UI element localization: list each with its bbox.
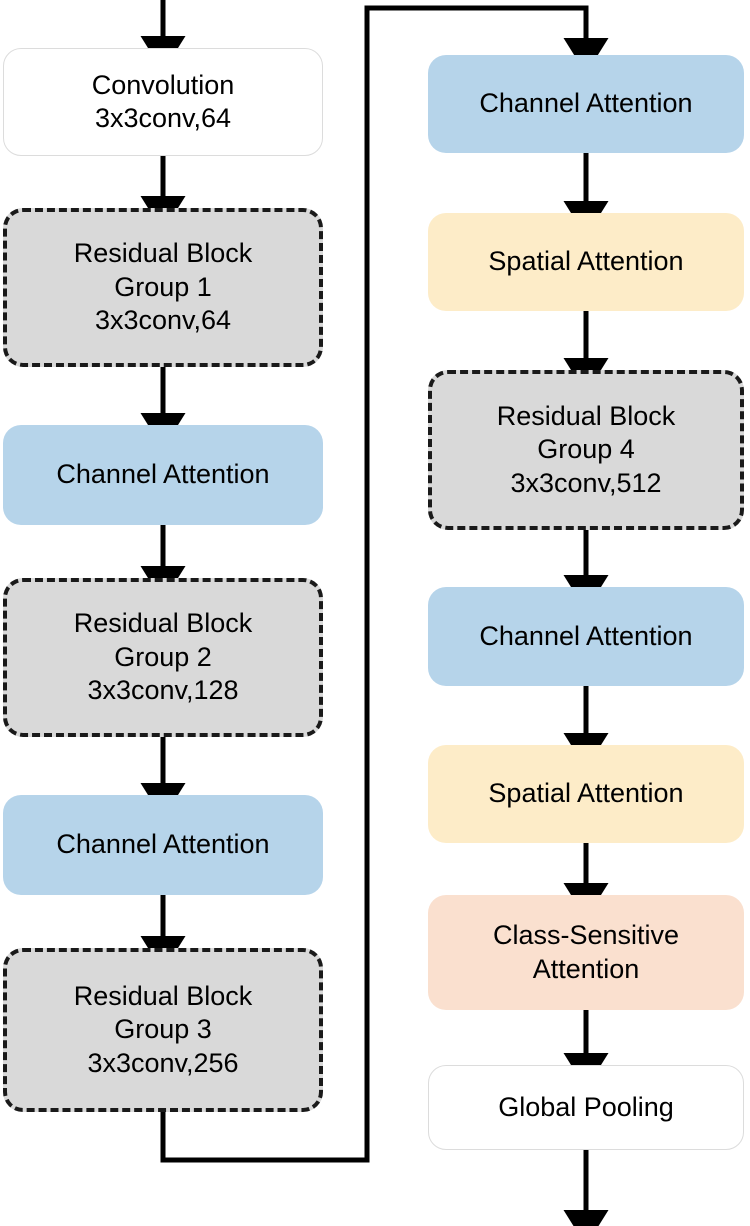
- node-spatial-attention-2-label: Spatial Attention: [488, 778, 684, 809]
- node-spatial-attention-1-label: Spatial Attention: [488, 246, 684, 277]
- node-residual-group-1-line3: 3x3conv,64: [94, 305, 232, 336]
- node-channel-attention-4-label: Channel Attention: [479, 620, 693, 651]
- node-residual-group-4-line3: 3x3conv,512: [510, 467, 662, 498]
- node-global-pooling-label: Global Pooling: [498, 1091, 674, 1122]
- node-residual-group-2-line1: Residual Block: [73, 608, 253, 639]
- node-spatial-attention-1[interactable]: Spatial Attention: [428, 213, 744, 311]
- node-channel-attention-1[interactable]: Channel Attention: [3, 425, 323, 525]
- node-residual-group-3[interactable]: Residual Block Group 3 3x3conv,256: [3, 948, 323, 1112]
- node-residual-group-1[interactable]: Residual Block Group 1 3x3conv,64: [3, 208, 323, 367]
- node-residual-group-4-line2: Group 4: [537, 434, 635, 465]
- node-residual-group-2-line3: 3x3conv,128: [87, 675, 239, 706]
- node-residual-group-2[interactable]: Residual Block Group 2 3x3conv,128: [3, 578, 323, 737]
- node-residual-group-3-line3: 3x3conv,256: [87, 1047, 239, 1078]
- node-class-sensitive-attention-line1: Class-Sensitive: [492, 920, 680, 951]
- node-residual-group-2-line2: Group 2: [114, 641, 212, 672]
- node-channel-attention-3-label: Channel Attention: [479, 88, 693, 119]
- node-channel-attention-2-label: Channel Attention: [56, 829, 270, 860]
- node-convolution[interactable]: Convolution 3x3conv,64: [3, 48, 323, 156]
- node-residual-group-3-line1: Residual Block: [73, 980, 253, 1011]
- node-residual-group-4[interactable]: Residual Block Group 4 3x3conv,512: [428, 370, 744, 530]
- node-global-pooling[interactable]: Global Pooling: [428, 1065, 744, 1150]
- node-channel-attention-2[interactable]: Channel Attention: [3, 795, 323, 895]
- node-convolution-line2: 3x3conv,64: [94, 103, 232, 133]
- node-channel-attention-3[interactable]: Channel Attention: [428, 55, 744, 153]
- node-spatial-attention-2[interactable]: Spatial Attention: [428, 745, 744, 843]
- node-channel-attention-4[interactable]: Channel Attention: [428, 587, 744, 686]
- node-class-sensitive-attention-line2: Attention: [532, 953, 640, 984]
- node-residual-group-4-line1: Residual Block: [496, 400, 676, 431]
- node-residual-group-3-line2: Group 3: [114, 1014, 212, 1045]
- node-convolution-line1: Convolution: [91, 69, 235, 100]
- node-residual-group-1-line1: Residual Block: [73, 238, 253, 269]
- node-residual-group-1-line2: Group 1: [114, 271, 212, 302]
- node-channel-attention-1-label: Channel Attention: [56, 459, 270, 490]
- node-class-sensitive-attention[interactable]: Class-Sensitive Attention: [428, 895, 744, 1010]
